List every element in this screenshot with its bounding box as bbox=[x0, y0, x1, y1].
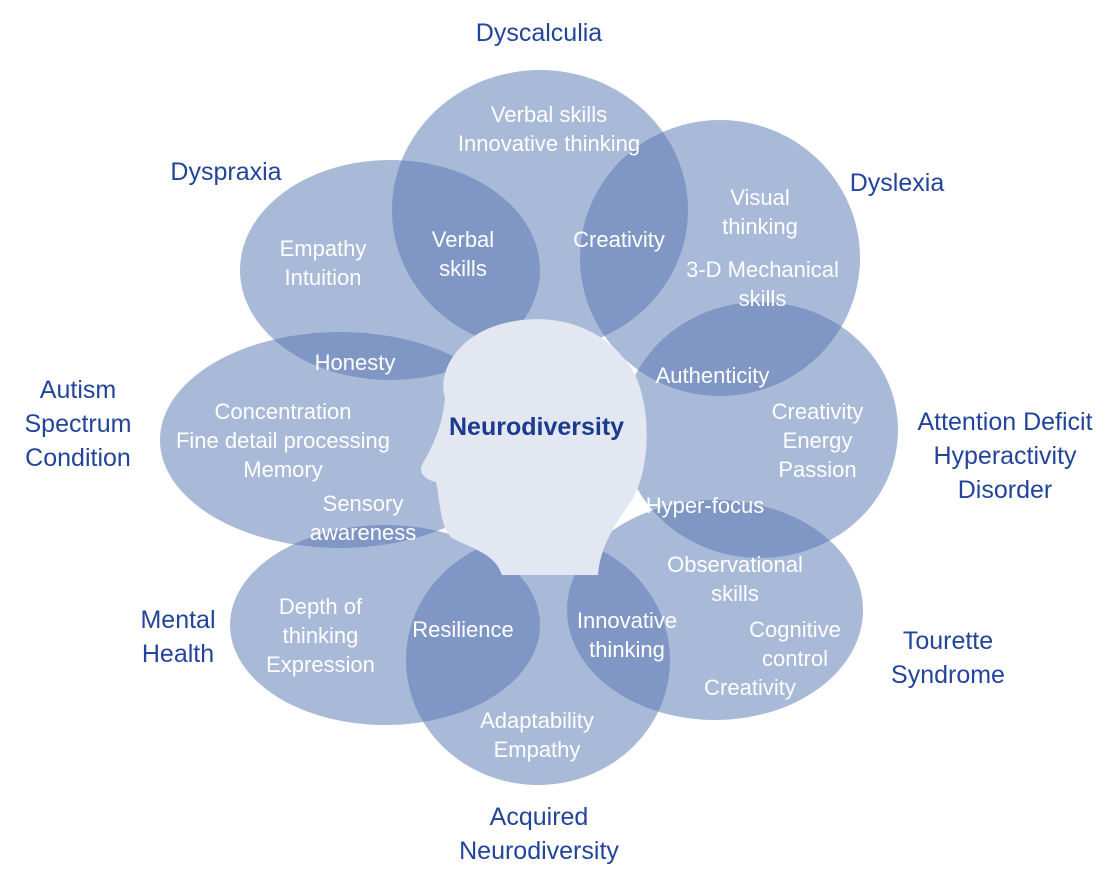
category-tourette: Tourette Syndrome bbox=[891, 627, 1005, 689]
trait-autism: Concentration Fine detail processing Mem… bbox=[175, 399, 390, 482]
trait-innovative-thinking-overlap: Innovative thinking bbox=[576, 608, 678, 662]
trait-adhd: Creativity Energy Passion bbox=[771, 399, 864, 482]
category-dyspraxia: Dyspraxia bbox=[170, 158, 282, 186]
petal-dyspraxia bbox=[240, 160, 540, 380]
head-silhouette-icon bbox=[420, 319, 647, 575]
trait-authenticity: Authenticity bbox=[655, 363, 770, 388]
trait-creativity-tourette: Creativity bbox=[704, 675, 796, 700]
trait-acquired: Adaptability Empathy bbox=[480, 708, 594, 762]
trait-verbal-skills-overlap: Verbal skills bbox=[431, 227, 495, 281]
category-dyslexia: Dyslexia bbox=[849, 169, 945, 197]
trait-visual-thinking: Visual thinking bbox=[722, 185, 798, 239]
category-mental-health: Mental Health bbox=[140, 606, 216, 668]
category-dyscalculia: Dyscalculia bbox=[475, 19, 603, 47]
trait-hyper-focus: Hyper-focus bbox=[645, 493, 765, 518]
trait-creativity-overlap-top: Creativity bbox=[573, 227, 665, 252]
trait-resilience: Resilience bbox=[412, 617, 514, 642]
category-adhd: Attention Deficit Hyperactivity Disorder bbox=[917, 408, 1093, 504]
petal-mental-health bbox=[230, 525, 540, 725]
category-autism: Autism Spectrum Condition bbox=[24, 376, 132, 472]
trait-mental-health: Depth of thinking Expression bbox=[266, 594, 375, 677]
trait-dyscalculia: Verbal skills Innovative thinking bbox=[457, 102, 641, 156]
trait-sensory-awareness: Sensory awareness bbox=[309, 491, 417, 545]
trait-cognitive-control: Cognitive control bbox=[749, 617, 841, 671]
trait-honesty: Honesty bbox=[314, 350, 396, 375]
petal-adhd bbox=[622, 302, 898, 558]
trait-dyspraxia: Empathy Intuition bbox=[279, 236, 367, 290]
petal-autism bbox=[160, 332, 520, 548]
trait-3d-mechanical-skills: 3-D Mechanical skills bbox=[686, 257, 839, 311]
category-acquired: Acquired Neurodiversity bbox=[459, 803, 619, 865]
trait-observational-skills: Observational skills bbox=[667, 552, 803, 606]
center-label: Neurodiversity bbox=[449, 413, 625, 441]
